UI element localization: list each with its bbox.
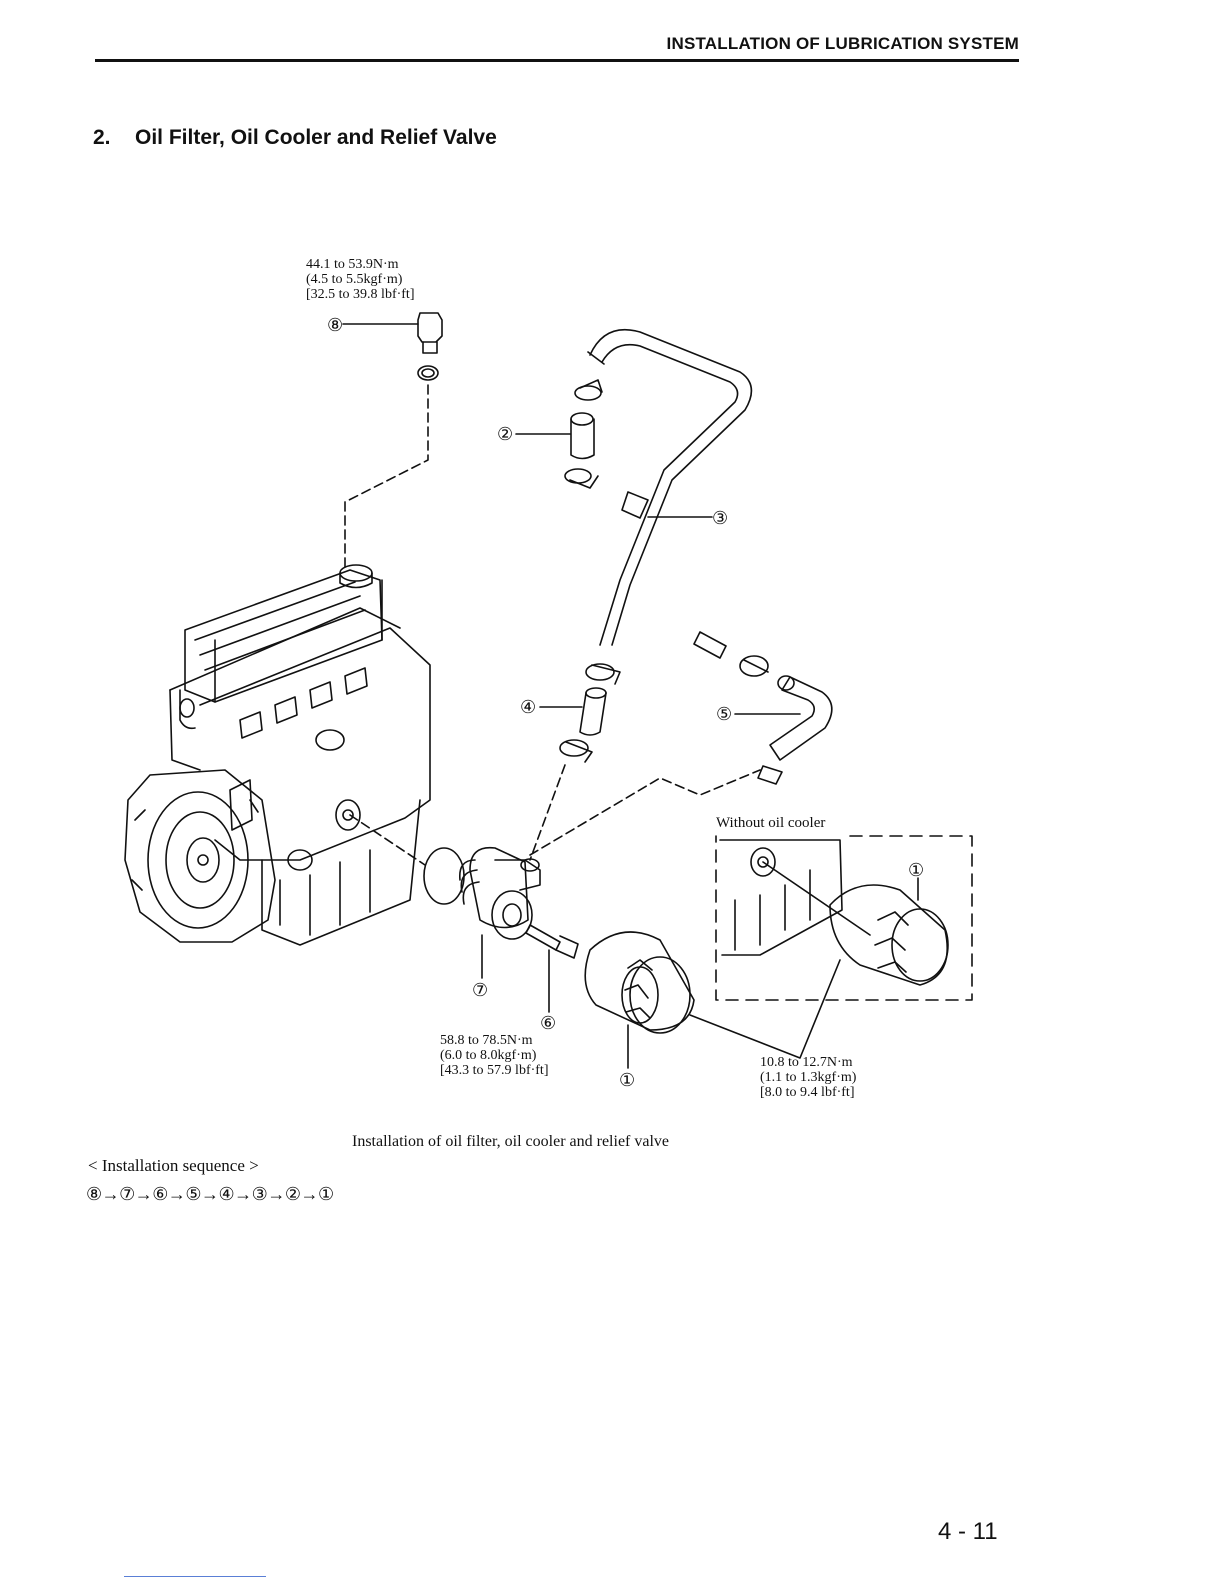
- relief-valve-drawing: [417, 312, 443, 381]
- figure-caption: Installation of oil filter, oil cooler a…: [352, 1133, 670, 1150]
- bolt-drawing: [525, 924, 579, 959]
- callout-4: ④: [520, 697, 537, 717]
- inset-engine-drawing: [719, 839, 949, 986]
- running-header: INSTALLATION OF LUBRICATION SYSTEM: [666, 34, 1019, 53]
- sequence-steps: ⑧→⑦→⑥→⑤→④→③→②→①: [86, 1184, 334, 1204]
- callout-6: ⑥: [540, 1013, 557, 1033]
- oil-filter-drawing: [584, 931, 695, 1034]
- sequence-label: < Installation sequence >: [88, 1156, 259, 1175]
- hose-5-drawing: [693, 631, 833, 785]
- inset-without-cooler: [715, 835, 973, 1001]
- section-number: 2.: [93, 126, 111, 149]
- callout-3: ③: [712, 508, 729, 528]
- oil-pipe-drawing: [587, 328, 753, 646]
- header-rule: [95, 59, 1019, 62]
- torque-spec-filter: 10.8 to 12.7N·m (1.1 to 1.3kgf·m) [8.0 t…: [760, 1055, 857, 1100]
- torque-spec-bolt: 58.8 to 78.5N·m (6.0 to 8.0kgf·m) [43.3 …: [440, 1033, 549, 1078]
- engine-block-drawing: [124, 564, 431, 946]
- page-number: 4 - 11: [938, 1518, 998, 1545]
- hose-4-drawing: [559, 663, 621, 763]
- hose-2-drawing: [564, 379, 603, 489]
- callout-1: ①: [619, 1070, 636, 1090]
- callout-1-inset: ①: [908, 860, 925, 880]
- section-title: Oil Filter, Oil Cooler and Relief Valve: [135, 126, 497, 149]
- callout-8: ⑧: [327, 315, 344, 335]
- callout-5: ⑤: [716, 704, 733, 724]
- section-heading: 2. Oil Filter, Oil Cooler and Relief Valv…: [93, 126, 497, 150]
- callout-7: ⑦: [472, 980, 489, 1000]
- callout-2: ②: [497, 424, 514, 444]
- torque-spec-relief-valve: 44.1 to 53.9N·m (4.5 to 5.5kgf·m) [32.5 …: [306, 257, 415, 302]
- inset-label: Without oil cooler: [716, 815, 826, 831]
- footer-rule: [124, 1576, 266, 1577]
- oil-cooler-drawing: [423, 846, 541, 940]
